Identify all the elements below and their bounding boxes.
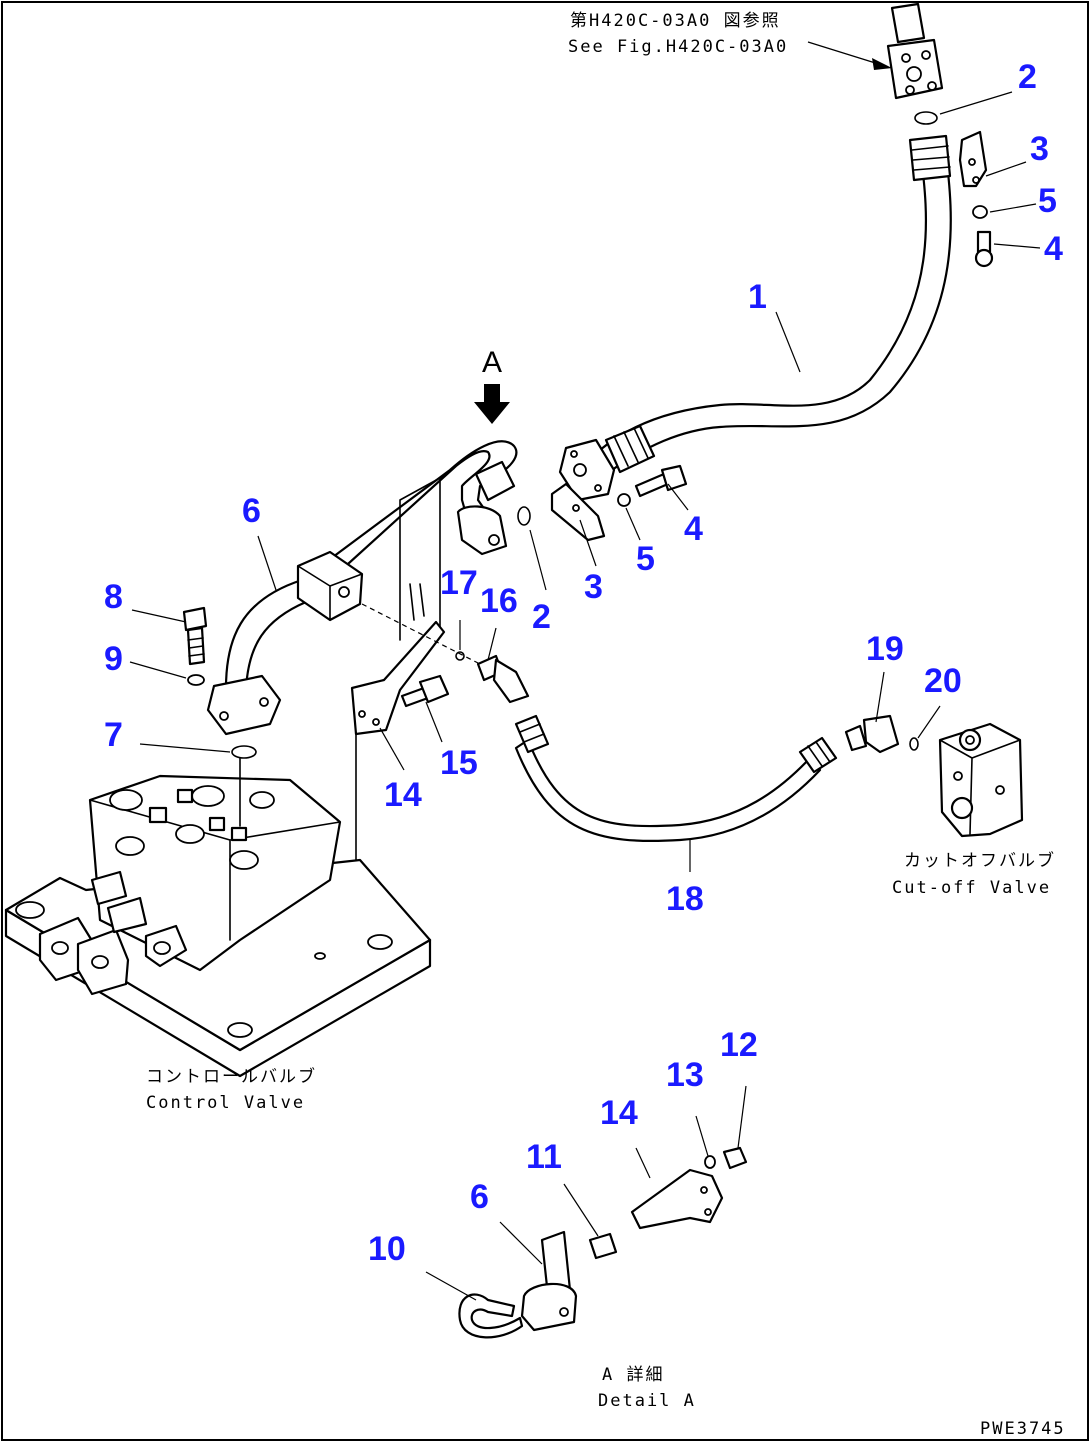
callout-11: 11 <box>526 1138 562 1176</box>
callout-12: 12 <box>720 1026 758 1064</box>
washer-lower <box>617 493 631 507</box>
flange-hose1 <box>558 438 616 502</box>
split-flange-lower <box>550 482 606 542</box>
bolt-lower <box>634 464 688 498</box>
callout-6-detail: 6 <box>470 1178 489 1216</box>
o-ring-20 <box>909 737 919 751</box>
center-line <box>361 603 481 665</box>
callout-20: 20 <box>924 662 962 700</box>
detail-label-en: Detail A <box>598 1391 696 1411</box>
o-ring-7 <box>231 745 257 759</box>
callout-18: 18 <box>666 880 704 918</box>
callout-14-detail: 14 <box>600 1094 638 1132</box>
hose-18 <box>514 714 838 843</box>
bolt-8 <box>182 606 208 666</box>
leader-lines <box>129 91 1041 1301</box>
callout-13: 13 <box>666 1056 704 1094</box>
callout-16: 16 <box>480 582 518 620</box>
washer-upper <box>972 205 988 219</box>
callout-17: 17 <box>440 564 478 602</box>
control-valve <box>4 774 432 1078</box>
drawing-code: PWE3745 <box>980 1419 1066 1439</box>
callout-19: 19 <box>866 630 904 668</box>
cutoff-valve-label-jp: カットオフバルブ <box>904 850 1056 871</box>
detail-a <box>458 1146 748 1339</box>
control-valve-label-en: Control Valve <box>146 1093 305 1113</box>
upper-fitting <box>886 2 944 100</box>
callout-6: 6 <box>242 492 261 530</box>
callout-15: 15 <box>440 744 478 782</box>
view-letter: A <box>482 346 502 379</box>
callout-3-lower: 3 <box>584 568 603 606</box>
tube-6 <box>206 440 518 736</box>
callout-2-upper: 2 <box>1018 58 1037 96</box>
callouts: 1 2 3 5 4 2 3 4 5 6 7 8 9 14 15 16 17 18… <box>104 58 1063 1268</box>
callout-8: 8 <box>104 578 123 616</box>
callout-4-lower: 4 <box>684 510 703 548</box>
callout-14: 14 <box>384 776 422 814</box>
cutoff-valve-label-en: Cut-off Valve <box>892 878 1051 898</box>
reference-note-en: See Fig.H420C-03A0 <box>568 37 788 57</box>
o-ring-tube <box>517 506 531 526</box>
callout-1: 1 <box>748 278 767 316</box>
cutoff-valve <box>938 722 1024 838</box>
bolt-upper <box>974 230 994 268</box>
mount-bracket <box>399 477 441 641</box>
control-valve-label-jp: コントロールバルブ <box>146 1066 317 1087</box>
callout-5-upper: 5 <box>1038 182 1057 220</box>
elbow-19 <box>844 714 900 754</box>
view-arrow <box>474 384 510 424</box>
reference-note-jp: 第H420C-03A0 図参照 <box>570 11 781 31</box>
callout-7: 7 <box>104 716 123 754</box>
washer-9 <box>187 674 205 686</box>
callout-3-upper: 3 <box>1030 130 1049 168</box>
hose-1 <box>598 134 952 474</box>
bracket-14 <box>350 620 446 881</box>
bolt-15 <box>400 674 450 708</box>
o-ring-upper <box>914 111 938 125</box>
adapter-16 <box>476 654 530 704</box>
callout-4-upper: 4 <box>1044 230 1063 268</box>
callout-2-lower: 2 <box>532 598 551 636</box>
washer-17 <box>455 651 465 661</box>
callout-9: 9 <box>104 640 123 678</box>
callout-10: 10 <box>368 1230 406 1268</box>
detail-label-jp: A 詳細 <box>602 1365 664 1385</box>
reference-leader <box>807 41 886 67</box>
callout-5-lower: 5 <box>636 540 655 578</box>
